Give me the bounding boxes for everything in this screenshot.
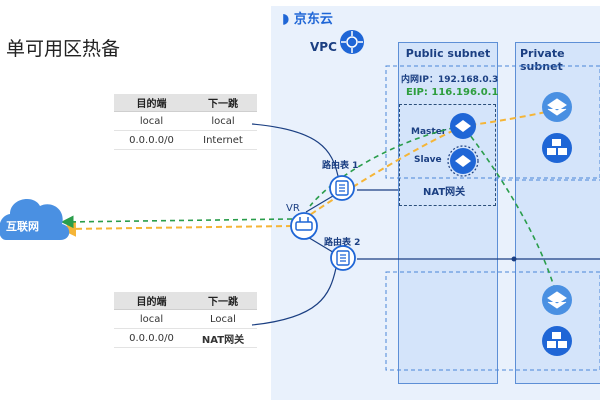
route-table-1-icon — [329, 175, 355, 201]
vr-to-internet-green-flow — [60, 215, 293, 229]
route-table-2-link — [251, 267, 337, 326]
table-cell: local — [114, 309, 189, 329]
vr-to-internet-flow — [60, 220, 293, 237]
az-section-bottom — [385, 271, 600, 371]
server-icon — [542, 92, 572, 122]
nat-slave-icon — [447, 145, 479, 177]
junction-dot — [511, 256, 517, 262]
table-row: local local — [114, 111, 257, 131]
jdcloud-logo-icon: ◗ — [282, 11, 290, 27]
server-icon — [542, 285, 572, 315]
table-cell: Local — [189, 309, 257, 329]
private-ip-label: 内网IP：192.168.0.3 — [401, 75, 499, 85]
nat-to-vr-green-flow — [309, 125, 464, 207]
diagram-title: 单可用区热备 — [6, 38, 121, 60]
container-icon — [542, 133, 572, 163]
vpc-label: VPC — [310, 40, 337, 54]
brand: ◗ 京东云 — [282, 8, 333, 27]
nat-to-vr-flow — [299, 125, 464, 223]
brand-name: 京东云 — [293, 12, 333, 27]
internet-label: 互联网 — [6, 219, 39, 233]
nat-gateway-label: NAT网关 — [423, 187, 466, 198]
table-row: 0.0.0.0/0 NAT网关 — [114, 328, 257, 348]
table-cell: local — [189, 111, 257, 131]
route-table-2-label: 路由表 2 — [324, 238, 361, 248]
table-row: 0.0.0.0/0 Internet — [114, 130, 257, 150]
nat-master-icon — [450, 113, 476, 139]
public-subnet-title: Public subnet — [405, 47, 491, 60]
route-table-1: 目的端 下一跳 local local 0.0.0.0/0 Internet — [114, 94, 257, 150]
route-table-1-label: 路由表 1 — [322, 161, 359, 171]
table-cell: NAT网关 — [189, 328, 257, 348]
route-table-2: 目的端 下一跳 local Local 0.0.0.0/0 NAT网关 — [114, 292, 257, 348]
master-label: Master — [411, 127, 447, 137]
internet-cloud-icon — [0, 199, 70, 240]
table-header-cell: 目的端 — [114, 292, 189, 310]
vr-label: VR — [286, 203, 300, 214]
slave-label: Slave — [414, 155, 442, 165]
nat-gateway-box — [399, 104, 496, 206]
route-table-2-icon — [330, 245, 356, 271]
eip-label: EIP: 116.196.0.1 — [406, 87, 499, 98]
table-header-row: 目的端 下一跳 — [114, 292, 257, 310]
route-table-1-link — [251, 123, 339, 177]
table-cell: 0.0.0.0/0 — [114, 130, 189, 150]
table-cell: local — [114, 111, 189, 131]
table-header-cell: 下一跳 — [189, 292, 257, 310]
vr-to-rt2 — [305, 235, 337, 255]
table-cell: Internet — [189, 130, 257, 150]
table-row: local Local — [114, 309, 257, 329]
public-subnet: Public subnet — [398, 42, 498, 384]
vpc-icon — [340, 30, 364, 54]
table-cell: 0.0.0.0/0 — [114, 328, 189, 348]
router-icon — [290, 212, 318, 240]
container-icon — [542, 326, 572, 356]
table-header-cell: 下一跳 — [189, 94, 257, 112]
table-header-cell: 目的端 — [114, 94, 189, 112]
table-header-row: 目的端 下一跳 — [114, 94, 257, 112]
private-to-nat-flow — [462, 109, 556, 127]
private-bottom-to-nat-flow — [462, 125, 556, 291]
az-section-top — [385, 65, 600, 179]
